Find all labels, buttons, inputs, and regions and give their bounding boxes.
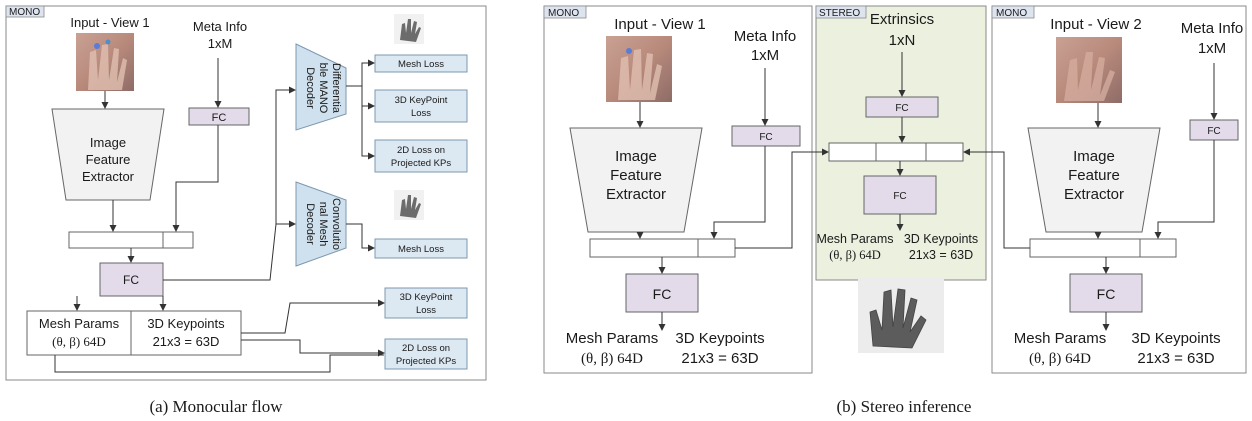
panel-b-fc-main-2-label: FC [1097, 286, 1116, 302]
panel-b-rendered-mesh [858, 277, 944, 353]
panel-b-extractor1-line2: Feature [610, 167, 662, 184]
panel-b-stereo: MONO STEREO MONO Input - View 1 Meta Inf… [543, 5, 1247, 416]
panel-b-mesh-params-2-dim: (θ, β) 64D [1029, 351, 1091, 367]
panel-b-meta1-title: Meta Info [734, 28, 797, 45]
panel-b-mesh-params-1: Mesh Params [566, 330, 659, 347]
panel-a-kp-loss-1 [374, 89, 468, 123]
panel-a-fc-main [99, 262, 164, 297]
panel-b-extrinsics-title: Extrinsics [870, 11, 934, 28]
panel-a-kp-loss-1-line1: 3D KeyPoint [395, 95, 448, 106]
panel-b-keypoints-1-dim: 21x3 = 63D [681, 350, 758, 367]
panel-b-extractor2-line1: Image [1073, 148, 1115, 165]
panel-b-stereo-concat [828, 142, 964, 162]
panel-a-tag: MONO [9, 7, 40, 18]
panel-a-2d-loss-1-line2: Projected KPs [391, 158, 451, 169]
panel-b-keypoints-1: 3D Keypoints [675, 330, 764, 347]
panel-a-connectors [54, 58, 385, 373]
panel-a-mesh-loss-1-label: Mesh Loss [398, 59, 444, 70]
panel-a-decoder1-line1: Differentia [330, 63, 342, 114]
panel-a-decoder2-line2: nal Mesh [317, 202, 329, 247]
panel-a-feature-extractor [51, 108, 165, 201]
panel-b-fc-main-1-label: FC [653, 286, 672, 302]
panel-b-mid-mesh: Mesh Params [816, 232, 893, 246]
panel-a-2d-loss-2-line1: 2D Loss on [402, 343, 450, 354]
panel-b-extractor1-line3: Extractor [606, 186, 666, 203]
panel-a-mesh-params-dim: (θ, β) 64D [52, 334, 106, 349]
panel-a-keypoints: 3D Keypoints [147, 316, 225, 331]
panel-b-extractor2-line3: Extractor [1064, 186, 1124, 203]
panel-a-extractor-line1: Image [90, 135, 126, 150]
panel-a-kp-loss-2-line2: Loss [416, 305, 436, 316]
panel-b-mid-kp: 3D Keypoints [904, 232, 978, 246]
panel-a-input-title: Input - View 1 [70, 15, 149, 30]
panel-a-kp-loss-2 [384, 287, 468, 319]
panel-b-fc-main-2 [1069, 273, 1143, 313]
panel-a-2d-loss-1-line1: 2D Loss on [397, 145, 445, 156]
panel-a-fc-meta-label: FC [212, 112, 227, 124]
panel-a-2d-loss-1 [374, 139, 468, 173]
panel-b-tag-left: MONO [548, 8, 579, 19]
panel-a-monocular: MONO Input - View 1 Meta Info 1xM Image … [5, 5, 487, 416]
panel-b-fc-extrinsics-label: FC [895, 103, 908, 114]
panel-a-extractor-line2: Feature [86, 152, 131, 167]
panel-b-input2-image [1056, 37, 1122, 103]
panel-a-mesh-params-box [26, 310, 132, 356]
panel-b-mid-mesh-dim: (θ, β) 64D [829, 248, 881, 262]
panel-b-meta2-title: Meta Info [1181, 20, 1244, 37]
panel-a-mesh-loss-2-label: Mesh Loss [398, 244, 444, 255]
panel-b-meta1-dim: 1xM [751, 47, 779, 64]
panel-b-keypoints-2-dim: 21x3 = 63D [1137, 350, 1214, 367]
panel-a-mesh-thumb-2 [394, 190, 424, 220]
panel-b-mesh-params-2: Mesh Params [1014, 330, 1107, 347]
panel-a-mesh-loss-2 [374, 238, 468, 259]
panel-a-mesh-loss-1 [374, 54, 468, 73]
panel-b-extractor2-line2: Feature [1068, 167, 1120, 184]
panel-a-concat-vector [68, 231, 194, 249]
panel-b-fc-meta-1-label: FC [759, 132, 772, 143]
panel-a-decoder1-line3: Decoder [304, 67, 316, 109]
panel-a-input-image [76, 33, 134, 91]
panel-a-extractor-line3: Extractor [82, 169, 135, 184]
panel-b-tag-mid: STEREO [819, 8, 860, 19]
panel-b-input1-image [606, 36, 672, 102]
panel-a-caption: (a) Monocular flow [149, 397, 283, 416]
panel-b-extractor-1 [569, 127, 703, 233]
panel-a-2d-loss-2 [384, 338, 468, 370]
panel-b-fc-meta-1 [731, 125, 801, 147]
panel-a-conv-decoder [295, 181, 347, 267]
panel-b-extrinsics-dim: 1xN [889, 32, 916, 49]
panel-a-fc-meta [188, 107, 250, 126]
panel-a-keypoints-box [130, 310, 242, 356]
panel-b-fc-stereo-label: FC [893, 191, 906, 202]
panel-a-mesh-thumb-1 [394, 14, 424, 44]
panel-b-input2-title: Input - View 2 [1050, 16, 1141, 33]
panel-b-extractor-2 [1027, 127, 1161, 233]
panel-b-concat-1 [589, 238, 736, 258]
panel-a-keypoints-dim: 21x3 = 63D [153, 334, 220, 349]
panel-a-decoder2-line3: Decoder [304, 203, 316, 245]
panel-a-fc-main-label: FC [123, 273, 139, 287]
panel-a-kp-loss-2-line1: 3D KeyPoint [400, 292, 453, 303]
panel-a-kp-loss-1-line2: Loss [411, 108, 431, 119]
panel-b-caption: (b) Stereo inference [837, 397, 972, 416]
panel-b-meta2-dim: 1xM [1198, 40, 1226, 57]
panel-b-fc-meta-2-label: FC [1207, 126, 1220, 137]
panel-b-connectors [636, 52, 1218, 331]
panel-b-mid-kp-dim: 21x3 = 63D [909, 248, 973, 262]
panel-b-input1-title: Input - View 1 [614, 16, 705, 33]
panel-a-decoder2-line1: Convolutio [330, 198, 342, 250]
panel-b-concat-2 [1029, 238, 1177, 258]
panel-b-keypoints-2: 3D Keypoints [1131, 330, 1220, 347]
panel-b-fc-stereo [863, 175, 937, 215]
panel-b-tag-right: MONO [996, 8, 1027, 19]
panel-a-meta-title: Meta Info [193, 19, 247, 34]
panel-a-mesh-params: Mesh Params [39, 316, 120, 331]
panel-a-2d-loss-2-line2: Projected KPs [396, 356, 456, 367]
panel-a-meta-dim: 1xM [208, 36, 233, 51]
panel-a-mano-decoder [295, 43, 347, 131]
panel-a-decoder1-line2: ble MANO [317, 63, 329, 114]
panel-b-mesh-params-1-dim: (θ, β) 64D [581, 351, 643, 367]
panel-b-extractor1-line1: Image [615, 148, 657, 165]
